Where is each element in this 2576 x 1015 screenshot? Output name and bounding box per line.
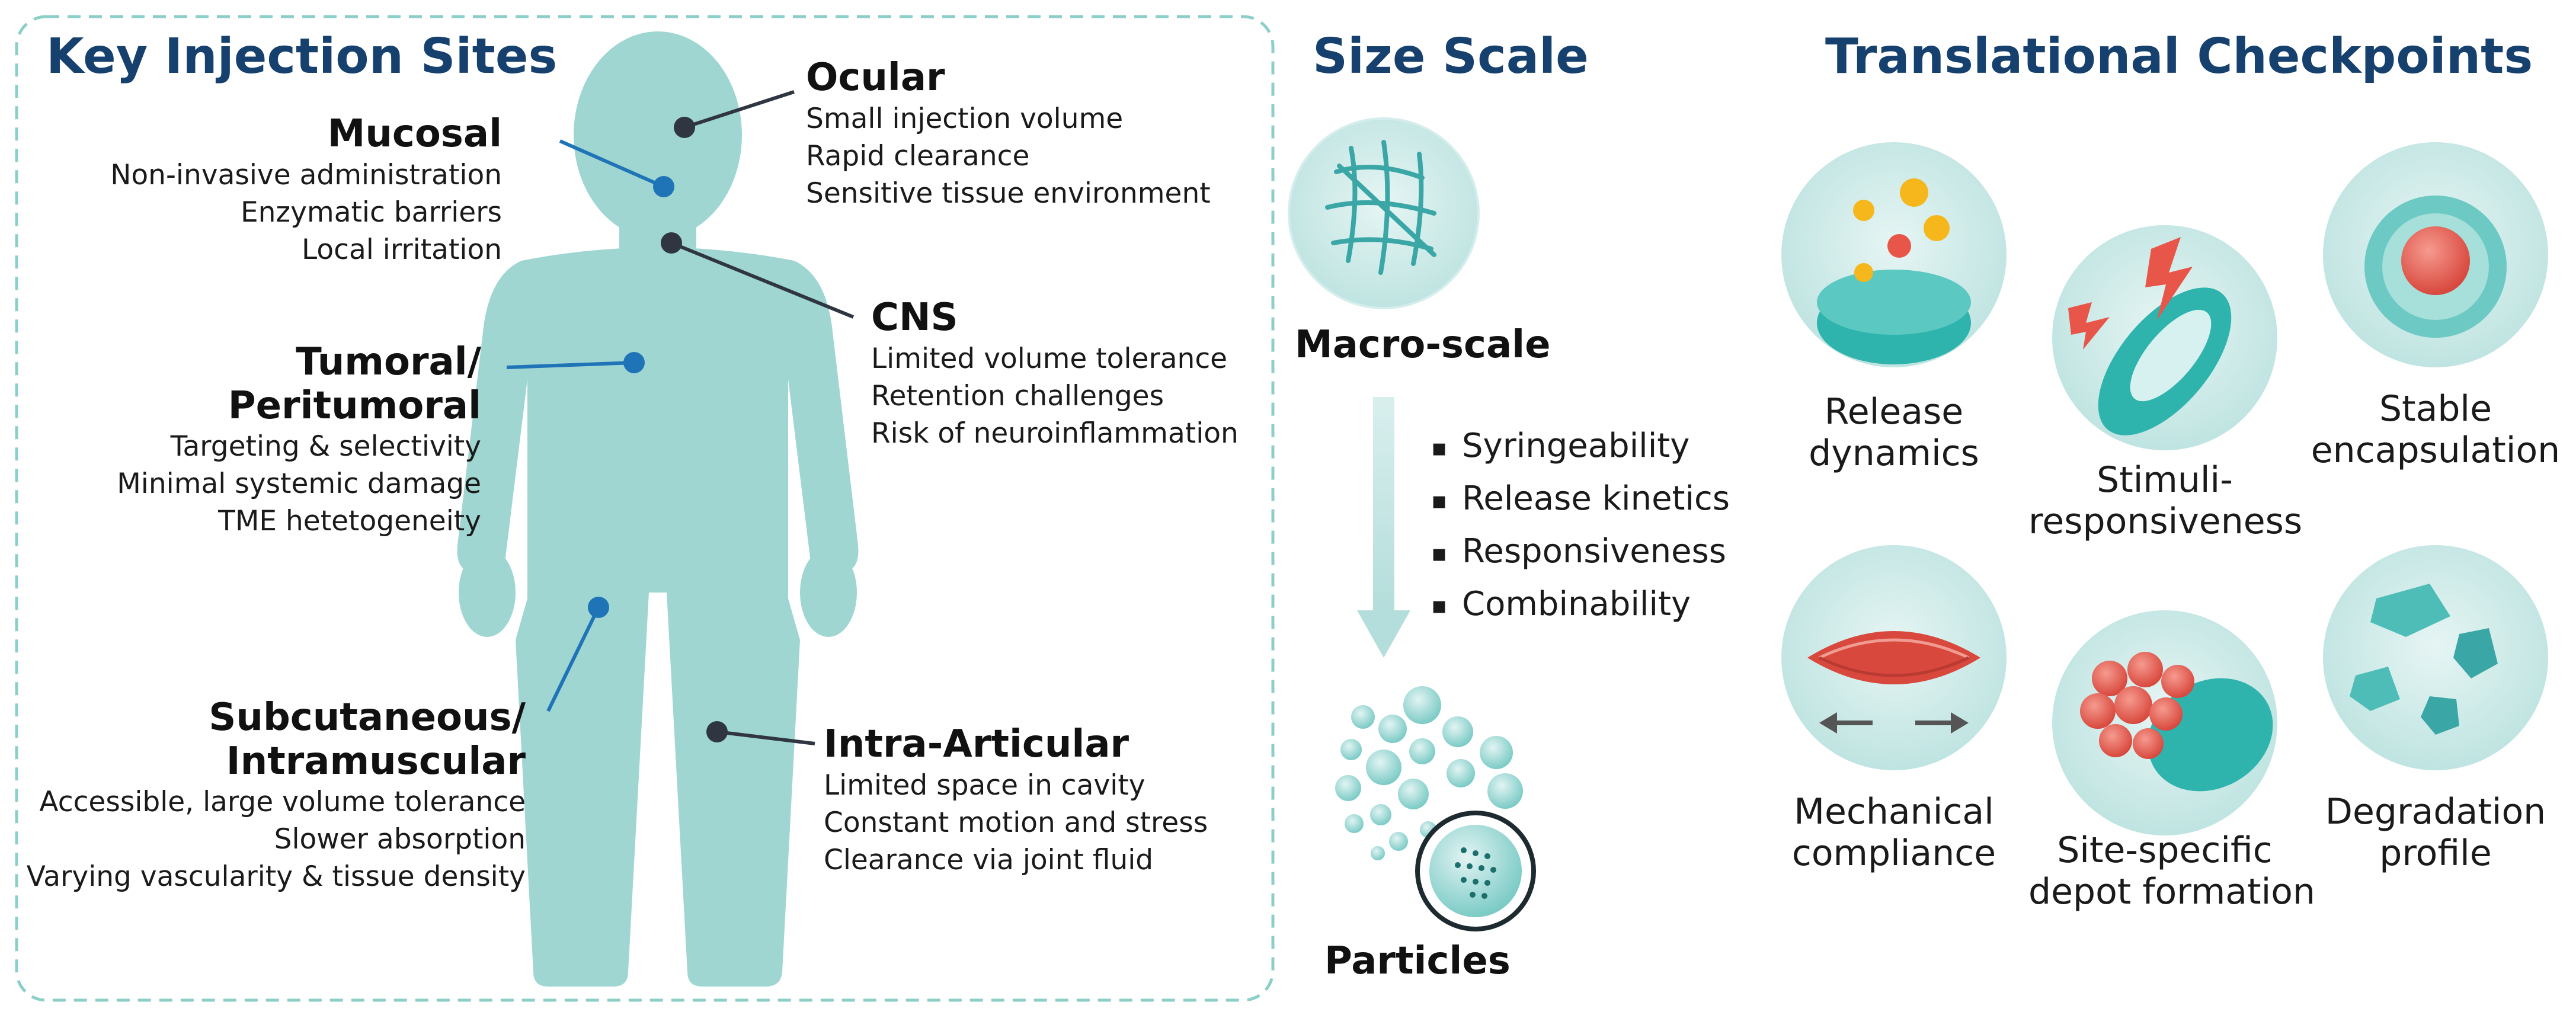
stimuli-responsiveness-icon — [2052, 225, 2277, 450]
cns-desc-3: Risk of neuroinflammation — [871, 417, 1239, 450]
checkpoint-line: Site-specific — [2057, 830, 2273, 871]
checkpoint-line: encapsulation — [2311, 430, 2561, 471]
particles-icon — [1335, 686, 1523, 860]
subcutaneous-title-1: Subcutaneous/ — [209, 696, 526, 739]
macro-hydrogel-icon — [1288, 117, 1480, 309]
intra-articular-title: Intra-Articular — [824, 722, 1129, 766]
checkpoints-title: Translational Checkpoints — [1825, 28, 2533, 85]
subcutaneous-desc-2: Slower absorption — [274, 823, 526, 856]
checkpoint-line: Stable — [2379, 388, 2492, 430]
cns-title: CNS — [871, 296, 958, 340]
checkpoint-line: Degradation — [2325, 791, 2546, 833]
checkpoint-label-stimuli: Stimuli- responsiveness — [2028, 459, 2303, 542]
property-item: Syringeability — [1431, 421, 1730, 473]
ocular-site: Ocular Small injection volume Rapid clea… — [806, 56, 1211, 212]
mucosal-site: Mucosal Non-invasive administration Enzy… — [110, 112, 502, 268]
mucosal-marker — [653, 176, 674, 197]
checkpoint-line: depot formation — [2028, 871, 2315, 912]
size-scale-arrow — [1357, 397, 1410, 658]
checkpoint-line: dynamics — [1809, 433, 1979, 474]
injection-sites-title: Key Injection Sites — [46, 28, 558, 85]
checkpoint-label-release: Release dynamics — [1775, 391, 2012, 474]
checkpoint-line: Stimuli- — [2097, 459, 2233, 501]
stable-encapsulation-icon — [2323, 142, 2548, 367]
checkpoint-icons — [1781, 142, 2548, 835]
property-item: Responsiveness — [1431, 526, 1730, 579]
cns-desc-1: Limited volume tolerance — [871, 342, 1228, 375]
site-markers — [506, 90, 855, 745]
checkpoint-label-mechanical: Mechanical compliance — [1764, 791, 2024, 874]
size-scale-title: Size Scale — [1313, 28, 1589, 85]
intra-articular-desc-2: Constant motion and stress — [824, 806, 1208, 839]
checkpoint-line: Mechanical — [1794, 791, 1994, 833]
mechanical-compliance-icon — [1781, 545, 2007, 770]
particle-zoom-icon — [1415, 811, 1536, 931]
particles-label: Particles — [1324, 939, 1511, 983]
checkpoint-line: responsiveness — [2028, 501, 2303, 542]
checkpoint-label-encapsulation: Stable encapsulation — [2299, 388, 2572, 471]
tumoral-desc-1: Targeting & selectivity — [170, 430, 481, 463]
cns-site: CNS Limited volume tolerance Retention c… — [871, 296, 1239, 452]
subcutaneous-desc-3: Varying vascularity & tissue density — [26, 860, 526, 894]
cns-marker — [661, 232, 682, 254]
mucosal-desc-2: Enzymatic barriers — [240, 196, 502, 229]
ocular-desc-3: Sensitive tissue environment — [806, 177, 1211, 210]
cns-desc-2: Retention challenges — [871, 379, 1164, 412]
depot-formation-icon — [2052, 610, 2277, 835]
subcutaneous-marker — [588, 597, 609, 618]
tumoral-desc-2: Minimal systemic damage — [117, 468, 481, 501]
tumoral-title-1: Tumoral/ — [296, 340, 481, 384]
subcutaneous-desc-1: Accessible, large volume tolerance — [39, 786, 526, 819]
ocular-desc-2: Rapid clearance — [806, 139, 1030, 172]
checkpoint-line: profile — [2379, 833, 2492, 874]
intra-articular-site: Intra-Articular Limited space in cavity … — [824, 722, 1208, 879]
tumoral-title-2: Peritumoral — [228, 383, 481, 428]
subcutaneous-site: Subcutaneous/ Intramuscular Accessible, … — [27, 696, 526, 895]
ocular-desc-1: Small injection volume — [806, 102, 1124, 135]
mucosal-title: Mucosal — [327, 112, 502, 156]
subcutaneous-title-2: Intramuscular — [226, 739, 526, 783]
mucosal-desc-3: Local irritation — [302, 233, 502, 266]
checkpoint-line: Release — [1824, 391, 1964, 433]
intra-articular-desc-3: Clearance via joint fluid — [824, 843, 1154, 876]
ocular-marker — [674, 117, 695, 138]
intra-articular-marker — [706, 721, 728, 742]
checkpoint-label-degradation: Degradation profile — [2311, 791, 2560, 874]
property-item: Release kinetics — [1431, 473, 1730, 526]
property-list: Syringeability Release kinetics Responsi… — [1431, 421, 1730, 631]
property-item: Combinability — [1431, 579, 1730, 632]
intra-articular-desc-1: Limited space in cavity — [824, 769, 1145, 802]
checkpoint-label-depot: Site-specific depot formation — [2028, 830, 2315, 912]
human-body-silhouette — [457, 31, 859, 987]
checkpoint-line: compliance — [1791, 833, 1996, 874]
tumoral-marker — [623, 352, 645, 373]
mucosal-desc-1: Non-invasive administration — [110, 158, 502, 191]
macro-scale-label: Macro-scale — [1295, 323, 1551, 367]
degradation-profile-icon — [2323, 545, 2548, 770]
tumoral-site: Tumoral/ Peritumoral Targeting & selecti… — [117, 340, 481, 540]
release-dynamics-icon — [1781, 142, 2007, 367]
tumoral-desc-3: TME hetetogeneity — [218, 505, 481, 538]
injection-sites-panel — [15, 15, 1275, 1002]
ocular-title: Ocular — [806, 56, 945, 100]
